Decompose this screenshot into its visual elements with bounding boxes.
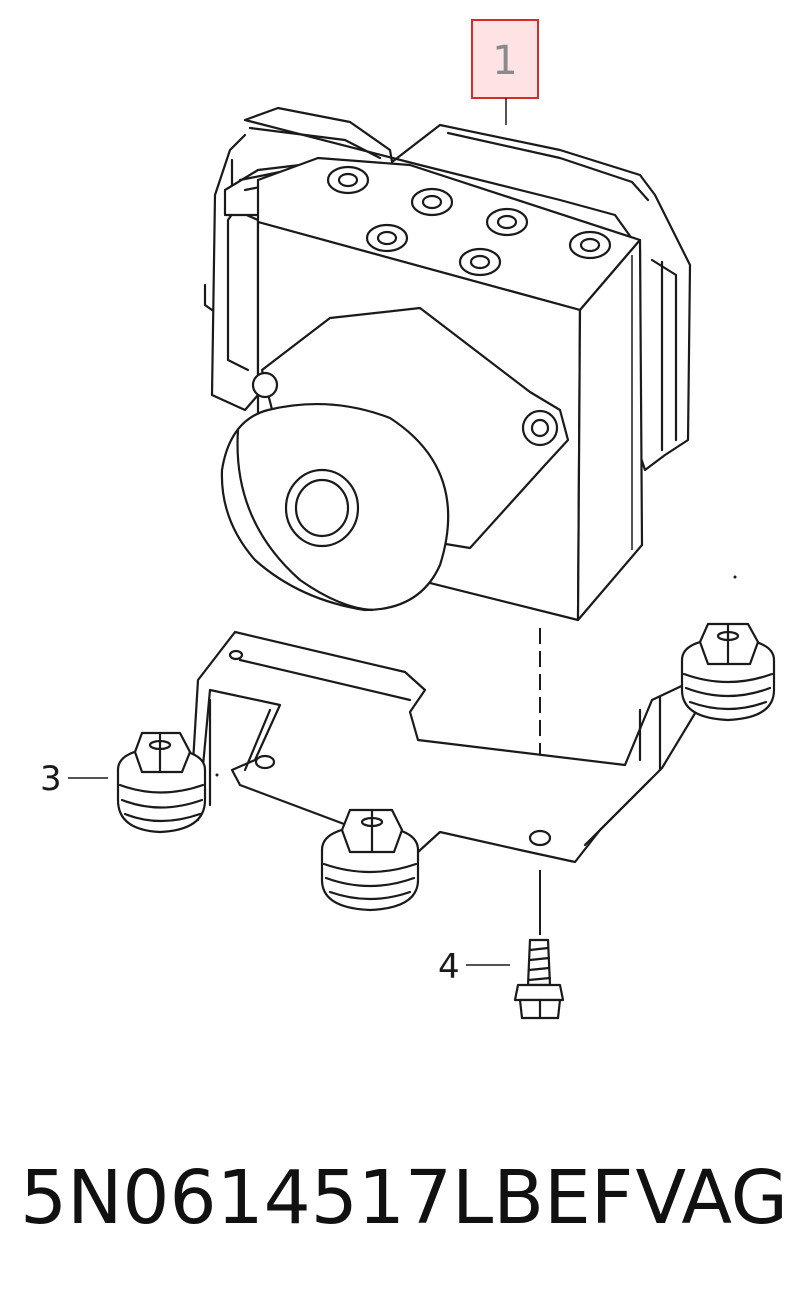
- mounting-bracket: [188, 630, 702, 864]
- callout-3[interactable]: 3: [40, 759, 108, 799]
- callout-1-highlight-box: [471, 19, 539, 99]
- callout-4-label: 4: [438, 947, 460, 987]
- screw-part-4: [513, 938, 565, 1020]
- rubber-mount-right: [680, 622, 776, 722]
- brand-label: VAG: [635, 1155, 788, 1241]
- callout-1-label: 1: [492, 38, 517, 84]
- part-number: 5N0614517LBEF: [20, 1155, 634, 1241]
- rubber-mount-left: [116, 731, 207, 834]
- part-footer: 5N0614517LBEF VAG: [0, 1148, 808, 1248]
- rear-control-module: [243, 106, 692, 472]
- valve-block-right: [576, 238, 644, 622]
- callout-4[interactable]: 4: [438, 947, 510, 987]
- abs-hydraulic-unit: [203, 106, 692, 622]
- hydraulic-ports: [326, 165, 612, 277]
- rubber-mount-center: [320, 808, 420, 912]
- callout-1[interactable]: 1: [471, 19, 539, 125]
- abs-unit-exploded-diagram: 1: [40, 19, 776, 1020]
- callout-3-label: 3: [40, 759, 62, 799]
